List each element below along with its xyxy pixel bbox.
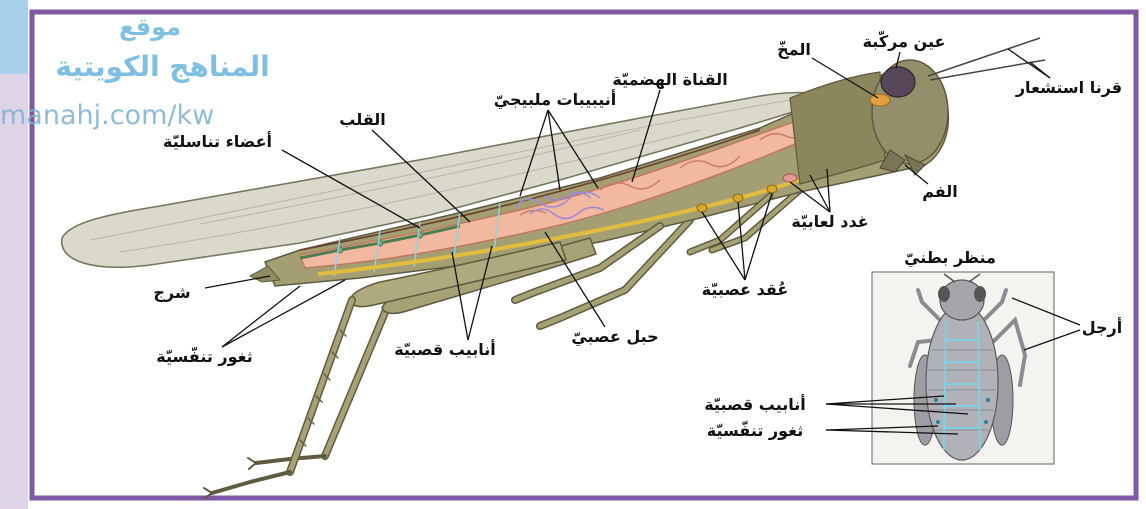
ventral-inset: [826, 272, 1080, 464]
inset-eye-left: [938, 286, 950, 302]
logo-bar: [0, 0, 28, 74]
leader-anus: [205, 276, 270, 288]
inset-eye-right: [974, 286, 986, 302]
label-reproductive-organs: أعضاء تناسليّة: [140, 132, 295, 152]
watermark-line2: المناهج الكويتية: [40, 50, 285, 84]
leader-antennae: [1030, 62, 1050, 78]
hind-tarsus-near: [212, 472, 290, 493]
spiracle: [934, 398, 938, 402]
label-digestive-canal: القناة الهضميّة: [590, 70, 750, 90]
inset-body: [926, 304, 998, 460]
label-antennae: قرنا استشعار: [998, 78, 1140, 98]
inset-label-spiracles: ثغور تنفّسيّة: [680, 421, 830, 441]
spiracle: [936, 420, 940, 424]
leader-spiracles: [222, 286, 300, 347]
label-anus: شرج: [140, 283, 204, 303]
brain: [870, 94, 890, 106]
label-nerve-cord: حبل عصبيّ: [560, 327, 670, 347]
hind-tarsus-far-claw: [248, 458, 256, 469]
watermark-line1: موقع: [95, 12, 205, 42]
hind-tibia-near-fill: [290, 300, 352, 472]
label-nerve-ganglia: عُقد عصبيّة: [680, 280, 810, 300]
label-compound-eye: عين مركّبة: [848, 32, 960, 52]
label-heart: القلب: [325, 110, 400, 130]
left-strip: [0, 0, 28, 509]
inset-label-legs: أرجل: [1072, 318, 1132, 338]
ganglion: [733, 194, 743, 202]
gland: [783, 174, 797, 182]
watermark-url: manahj.com/kw: [0, 100, 214, 132]
spiracle: [986, 398, 990, 402]
label-tracheae: أنابيب قصبيّة: [375, 340, 515, 360]
label-spiracles: ثغور تنفّسيّة: [132, 347, 277, 367]
label-mouth: الفم: [912, 182, 968, 202]
compound-eye: [881, 67, 915, 97]
leader-spiracles: [222, 280, 345, 347]
spiracle: [984, 420, 988, 424]
hind-tibia-far-fill: [325, 310, 386, 456]
label-brain: المخّ: [762, 40, 826, 60]
ganglion: [697, 204, 707, 212]
label-salivary-glands: غدد لعابيّة: [768, 212, 892, 232]
ganglion: [767, 185, 777, 193]
label-malpighian-tubules: أنيبيبات ملبيجيّ: [470, 90, 640, 110]
inset-label-tracheae: أنابيب قصبيّة: [680, 395, 830, 415]
inset-title: منظر بطنيّ: [888, 248, 1012, 268]
